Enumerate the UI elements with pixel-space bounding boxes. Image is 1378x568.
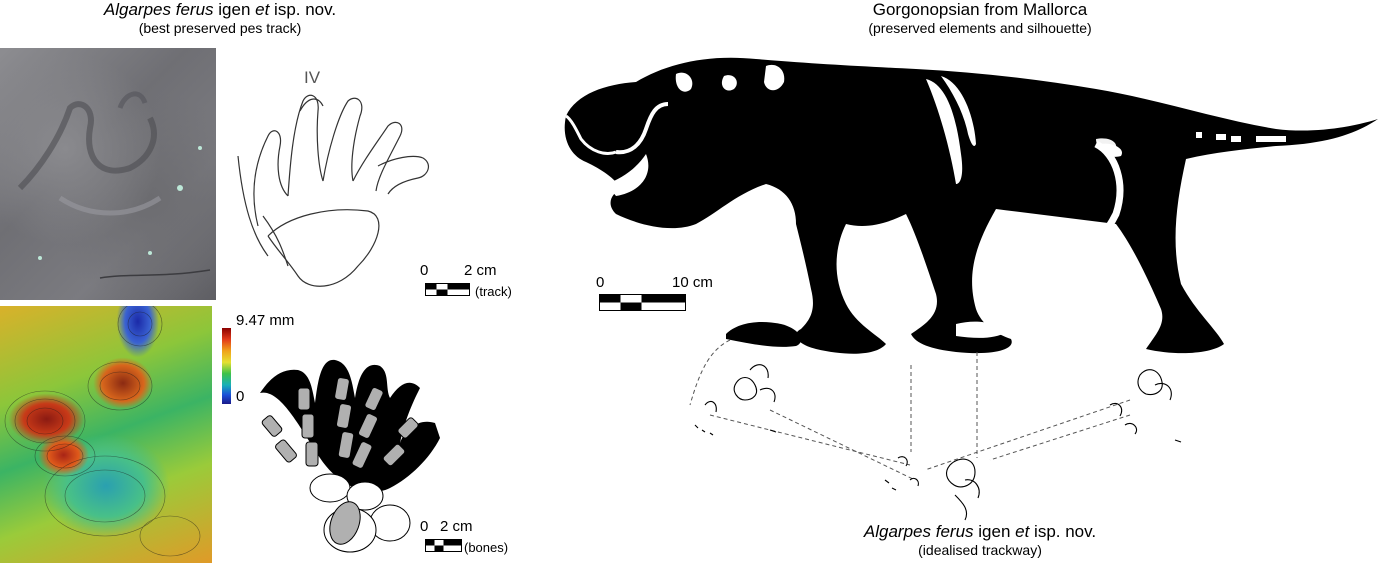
- trackway-subtitle: (idealised trackway): [918, 541, 1042, 558]
- track-scale-caption: (track): [475, 284, 512, 299]
- depth-heatmap: [0, 306, 212, 563]
- animal-scale-length: 10 cm: [672, 274, 713, 291]
- left-title-line: Algarpes ferus igen et isp. nov.: [103, 0, 337, 19]
- track-outline-svg: [237, 94, 430, 287]
- animal-scale-bar: 0 10 cm: [596, 274, 736, 314]
- bones-scale-length: 2 cm: [440, 518, 473, 535]
- animal-scale-zero: 0: [596, 274, 605, 291]
- bones-scale-bar: 0 2 cm (bones): [420, 518, 540, 560]
- silhouette-svg: [564, 57, 1378, 354]
- photo-texture: [17, 91, 211, 279]
- trackway-title: Algarpes ferus igen et isp. nov. (ideali…: [820, 522, 1140, 558]
- idealised-trackway-diagram: [670, 330, 1230, 530]
- pes-bones-reconstruction: [240, 348, 450, 563]
- digit-label: IV: [304, 68, 321, 87]
- taxon-name: Algarpes ferus: [103, 0, 214, 19]
- contour-lines: [4, 306, 201, 557]
- track-scale-zero: 0: [420, 262, 429, 279]
- bones-scale-zero: 0: [420, 518, 429, 535]
- right-subtitle: (preserved elements and silhouette): [868, 19, 1092, 36]
- left-figure-title: Algarpes ferus igen et isp. nov. (best p…: [60, 0, 380, 36]
- bones-scale-caption: (bones): [464, 540, 509, 555]
- depth-colorbar: [222, 328, 231, 404]
- colorbar-min-label: 0: [236, 388, 245, 405]
- bones-svg: [260, 359, 440, 553]
- trackway-svg: [689, 339, 1182, 521]
- track-photograph: [0, 48, 216, 300]
- track-scale-graphic: [425, 283, 470, 296]
- track-scale-length: 2 cm: [464, 262, 497, 279]
- left-subtitle: (best preserved pes track): [138, 19, 302, 36]
- trackway-taxon-name: Algarpes ferus: [863, 522, 974, 541]
- bones-scale-graphic: [425, 539, 462, 552]
- trackway-title-line: Algarpes ferus igen et isp. nov.: [863, 522, 1097, 541]
- track-outline-drawing: IV: [228, 66, 448, 300]
- gorgonopsian-silhouette: [556, 44, 1378, 364]
- right-title-line: Gorgonopsian from Mallorca: [872, 0, 1088, 19]
- track-scale-bar: 0 2 cm (track): [420, 262, 540, 302]
- colorbar-max-label: 9.47 mm: [236, 312, 295, 329]
- animal-scale-graphic: [599, 294, 686, 311]
- right-figure-title: Gorgonopsian from Mallorca (preserved el…: [820, 0, 1140, 36]
